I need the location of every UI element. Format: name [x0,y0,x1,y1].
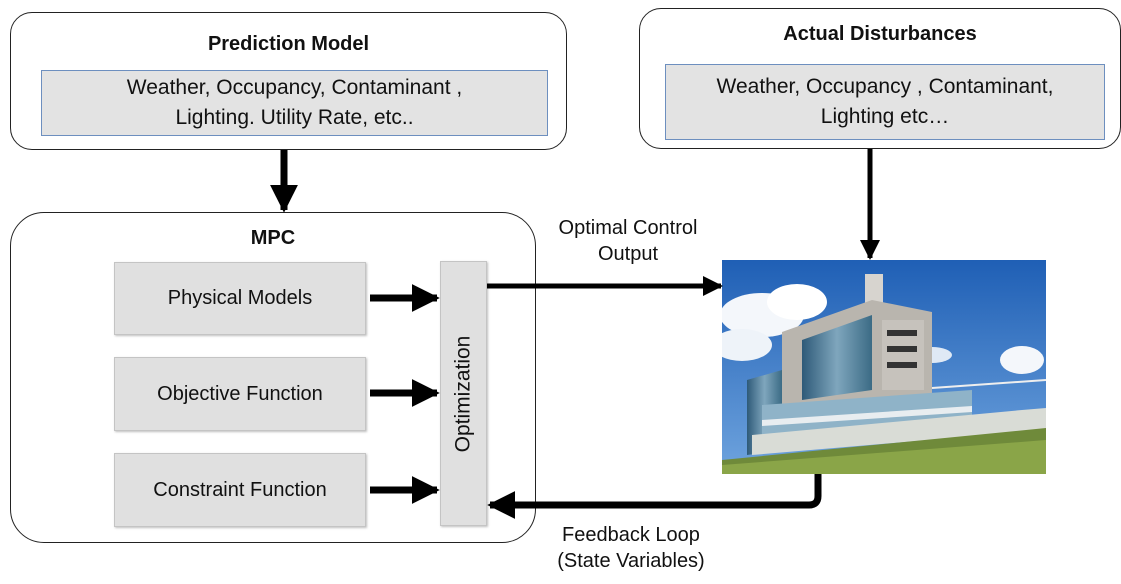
prediction-model-title: Prediction Model [207,33,370,55]
objective-function-block: Objective Function [114,357,366,431]
prediction-model-factors: Weather, Occupancy, Contaminant , Lighti… [41,70,548,136]
actual-disturbances-line-1: Weather, Occupancy , Contaminant, [716,75,1054,98]
physical-models-block: Physical Models [114,262,366,335]
actual-disturbances-title: Actual Disturbances [783,23,977,45]
feedback-loop-label: Feedback Loop (State Variables) [520,522,742,574]
actual-disturbances-line-2: Lighting etc… [820,105,950,128]
constraint-function-label: Constraint Function [153,478,327,501]
optimal-control-line-1: Optimal Control [558,217,698,239]
feedback-loop-line-2: (State Variables) [557,550,705,572]
feedback-loop-line-1: Feedback Loop [562,524,700,546]
actual-disturbances-factors: Weather, Occupancy , Contaminant, Lighti… [665,64,1105,140]
prediction-model-box: Prediction Model Weather, Occupancy, Con… [10,12,567,150]
optimal-control-line-2: Output [597,243,659,265]
feedback-loop-arrow [487,474,822,519]
mpc-title: MPC [250,227,296,249]
building-photo [722,260,1046,474]
constraint-function-block: Constraint Function [114,453,366,527]
actual-disturbances-box: Actual Disturbances Weather, Occupancy ,… [639,8,1121,149]
optimal-control-output-label: Optimal Control Output [528,215,728,267]
objective-function-label: Objective Function [157,382,323,405]
prediction-model-line-1: Weather, Occupancy, Contaminant , [126,76,463,99]
optimization-block: Optimization [440,261,487,526]
prediction-model-line-2: Lighting. Utility Rate, etc.. [175,106,414,129]
physical-models-label: Physical Models [167,287,313,309]
